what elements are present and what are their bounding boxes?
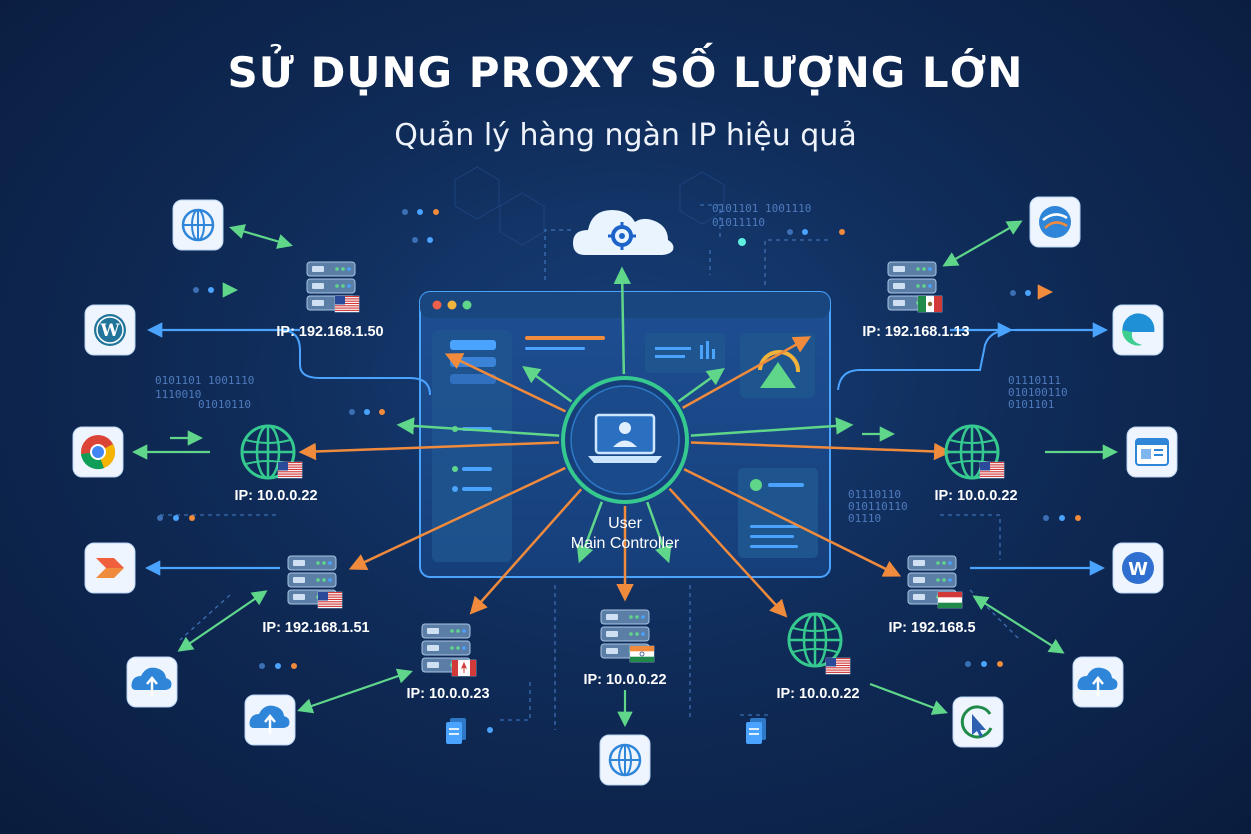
spoke-arrow [348, 466, 566, 570]
glow-dots [157, 209, 1081, 733]
spoke-arrow [396, 417, 560, 437]
proxy-node-server-lower-right: IP: 192.168.5 [888, 555, 976, 636]
document-icon [446, 718, 466, 744]
spoke-arrow [690, 417, 854, 437]
spoke-arrow [576, 501, 603, 564]
spoke-arrow [690, 441, 952, 461]
app-wordpress-icon: W [84, 304, 136, 356]
spoke-arrow [677, 367, 725, 403]
app-wind-icon [1029, 196, 1081, 248]
svg-text:01110: 01110 [848, 512, 881, 525]
page-title: SỬ DỤNG PROXY SỐ LƯỢNG LỚN [227, 48, 1024, 97]
page-subtitle: Quản lý hàng ngàn IP hiệu quả [394, 118, 857, 153]
svg-text:01010110: 01010110 [198, 398, 251, 411]
center-label-line1: User [608, 515, 642, 532]
globe-node-icon [944, 424, 1000, 480]
ip-label: IP: 10.0.0.23 [406, 686, 489, 702]
app-chrome-icon [72, 426, 124, 478]
flag-us-icon [334, 295, 360, 313]
proxy-node-server-top-left: IP: 192.168.1.50 [276, 261, 384, 340]
ip-label: IP: 10.0.0.22 [234, 488, 317, 504]
spoke-arrow [469, 488, 583, 615]
spoke-arrow [668, 487, 788, 618]
edge-arrow [942, 220, 1023, 267]
proxy-node-server-top-right: IP: 192.168.1.13 [862, 261, 970, 340]
ip-label: IP: 192.168.1.13 [862, 324, 969, 340]
edge-arrows [131, 220, 1119, 728]
flag-ca-icon [451, 659, 477, 677]
globe-node-icon [787, 612, 843, 668]
ip-label: IP: 10.0.0.22 [776, 686, 859, 702]
svg-text:010100110: 010100110 [1008, 386, 1068, 399]
edge-arrow [297, 668, 413, 714]
edge-arrow [229, 224, 293, 249]
app-word-icon: W [1112, 542, 1164, 594]
spoke-arrow [683, 468, 902, 577]
app-cursor-icon [952, 696, 1004, 748]
proxy-node-globe-mid-left: IP: 10.0.0.22 [234, 424, 318, 504]
spoke-arrow [298, 441, 560, 461]
ip-label: IP: 192.168.1.51 [262, 620, 369, 636]
ip-label: IP: 192.168.1.50 [276, 324, 383, 340]
svg-text:01110111: 01110111 [1008, 374, 1061, 387]
proxy-node-globe-bottom-right: IP: 10.0.0.22 [776, 612, 860, 702]
app-globe-icon [599, 734, 651, 786]
ip-label: IP: 10.0.0.22 [583, 672, 666, 688]
spoke-arrow [522, 365, 573, 403]
spoke-arrow [682, 336, 812, 409]
proxy-node-server-bottom-center: IP: 10.0.0.22 [583, 609, 667, 688]
app-browser-window-icon [1126, 426, 1178, 478]
app-cloud-icon [126, 656, 178, 708]
svg-text:01110110: 01110110 [848, 488, 901, 501]
svg-text:010110110: 010110110 [848, 500, 908, 513]
hexagon-background [454, 166, 725, 246]
center-spokes [298, 266, 952, 618]
proxy-node-globe-mid-right: IP: 10.0.0.22 [934, 424, 1018, 504]
flag-us-icon [979, 461, 1005, 479]
svg-text:1110010: 1110010 [155, 388, 201, 401]
document-icon [746, 718, 766, 744]
flag-us-icon [277, 461, 303, 479]
laptop-user-icon [588, 413, 662, 463]
svg-text:0101101 1001110: 0101101 1001110 [712, 202, 811, 215]
center-label-line2: Main Controller [571, 535, 680, 552]
proxy-node-server-lower-left: IP: 192.168.1.51 [262, 555, 370, 636]
spoke-arrow [646, 501, 672, 564]
svg-text:0101101 1001110: 0101101 1001110 [155, 374, 254, 387]
server-icon [306, 261, 356, 311]
spoke-arrow [444, 353, 567, 413]
app-icons: WW [72, 196, 1178, 786]
cloud-gear-icon [573, 210, 674, 255]
svg-text:W: W [1128, 559, 1148, 580]
app-globe-icon [172, 199, 224, 251]
svg-text:01011110: 01011110 [712, 216, 765, 229]
flag-us-icon [825, 657, 851, 675]
main-controller-node: User Main Controller [561, 376, 689, 552]
document-icons [446, 718, 766, 744]
binary-decor: 0101101 1001110 1110010 01010110 0101101… [155, 202, 1068, 525]
app-shortcut-icon [84, 542, 136, 594]
svg-text:W: W [99, 321, 120, 341]
spoke-arrow [613, 266, 631, 375]
flag-us-icon [317, 591, 343, 609]
edge-arrow [869, 682, 948, 715]
flag-in-icon [629, 645, 655, 663]
svg-text:0101101: 0101101 [1008, 398, 1054, 411]
edge-arrow [972, 595, 1065, 654]
app-edge-icon [1112, 304, 1164, 356]
ip-label: IP: 192.168.5 [888, 620, 975, 636]
app-cloud-upload-icon [1072, 656, 1124, 708]
app-cloud-upload-icon [244, 694, 296, 746]
edge-arrow [177, 590, 268, 652]
flag-mx-icon [917, 295, 943, 313]
ip-label: IP: 10.0.0.22 [934, 488, 1017, 504]
proxy-node-server-bottom-left: IP: 10.0.0.23 [406, 623, 490, 702]
flag-hu-icon [937, 591, 963, 609]
